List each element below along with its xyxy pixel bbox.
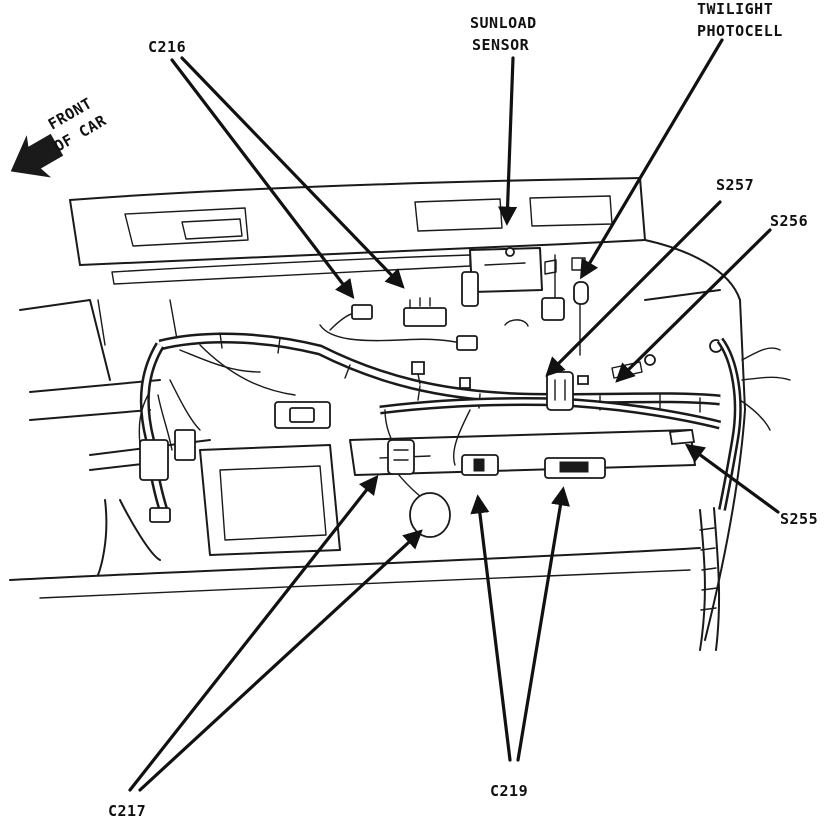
sunload-sensor-body [461,271,479,307]
twilight-photocell-body [573,281,589,305]
labels: FRONT OF CAR C216 SUNLOAD SENSOR TWILIGH… [45,0,818,820]
c216-connector-left [351,304,373,320]
s257-splice [546,371,574,411]
c217-label: C217 [108,802,146,820]
c217-connector [387,439,415,475]
dashboard-outline [9,177,746,651]
twilight-photocell-label: TWILIGHT [697,0,773,18]
s255-label: S255 [780,510,818,528]
c217-boot [409,492,451,538]
sunload-sensor-label: SUNLOAD [470,14,537,32]
c216-label: C216 [148,38,186,56]
connectors [139,271,696,538]
sunload-sensor-label-line2: SENSOR [472,36,530,54]
twilight-photocell-label-line2: PHOTOCELL [697,22,783,40]
s256-label: S256 [770,212,808,230]
s257-label: S257 [716,176,754,194]
c216-connector-right [403,307,447,327]
s255-splice [668,429,696,445]
front-of-car-arrow [10,133,64,178]
leader-arrows [128,38,780,792]
c219-label: C219 [490,782,528,800]
